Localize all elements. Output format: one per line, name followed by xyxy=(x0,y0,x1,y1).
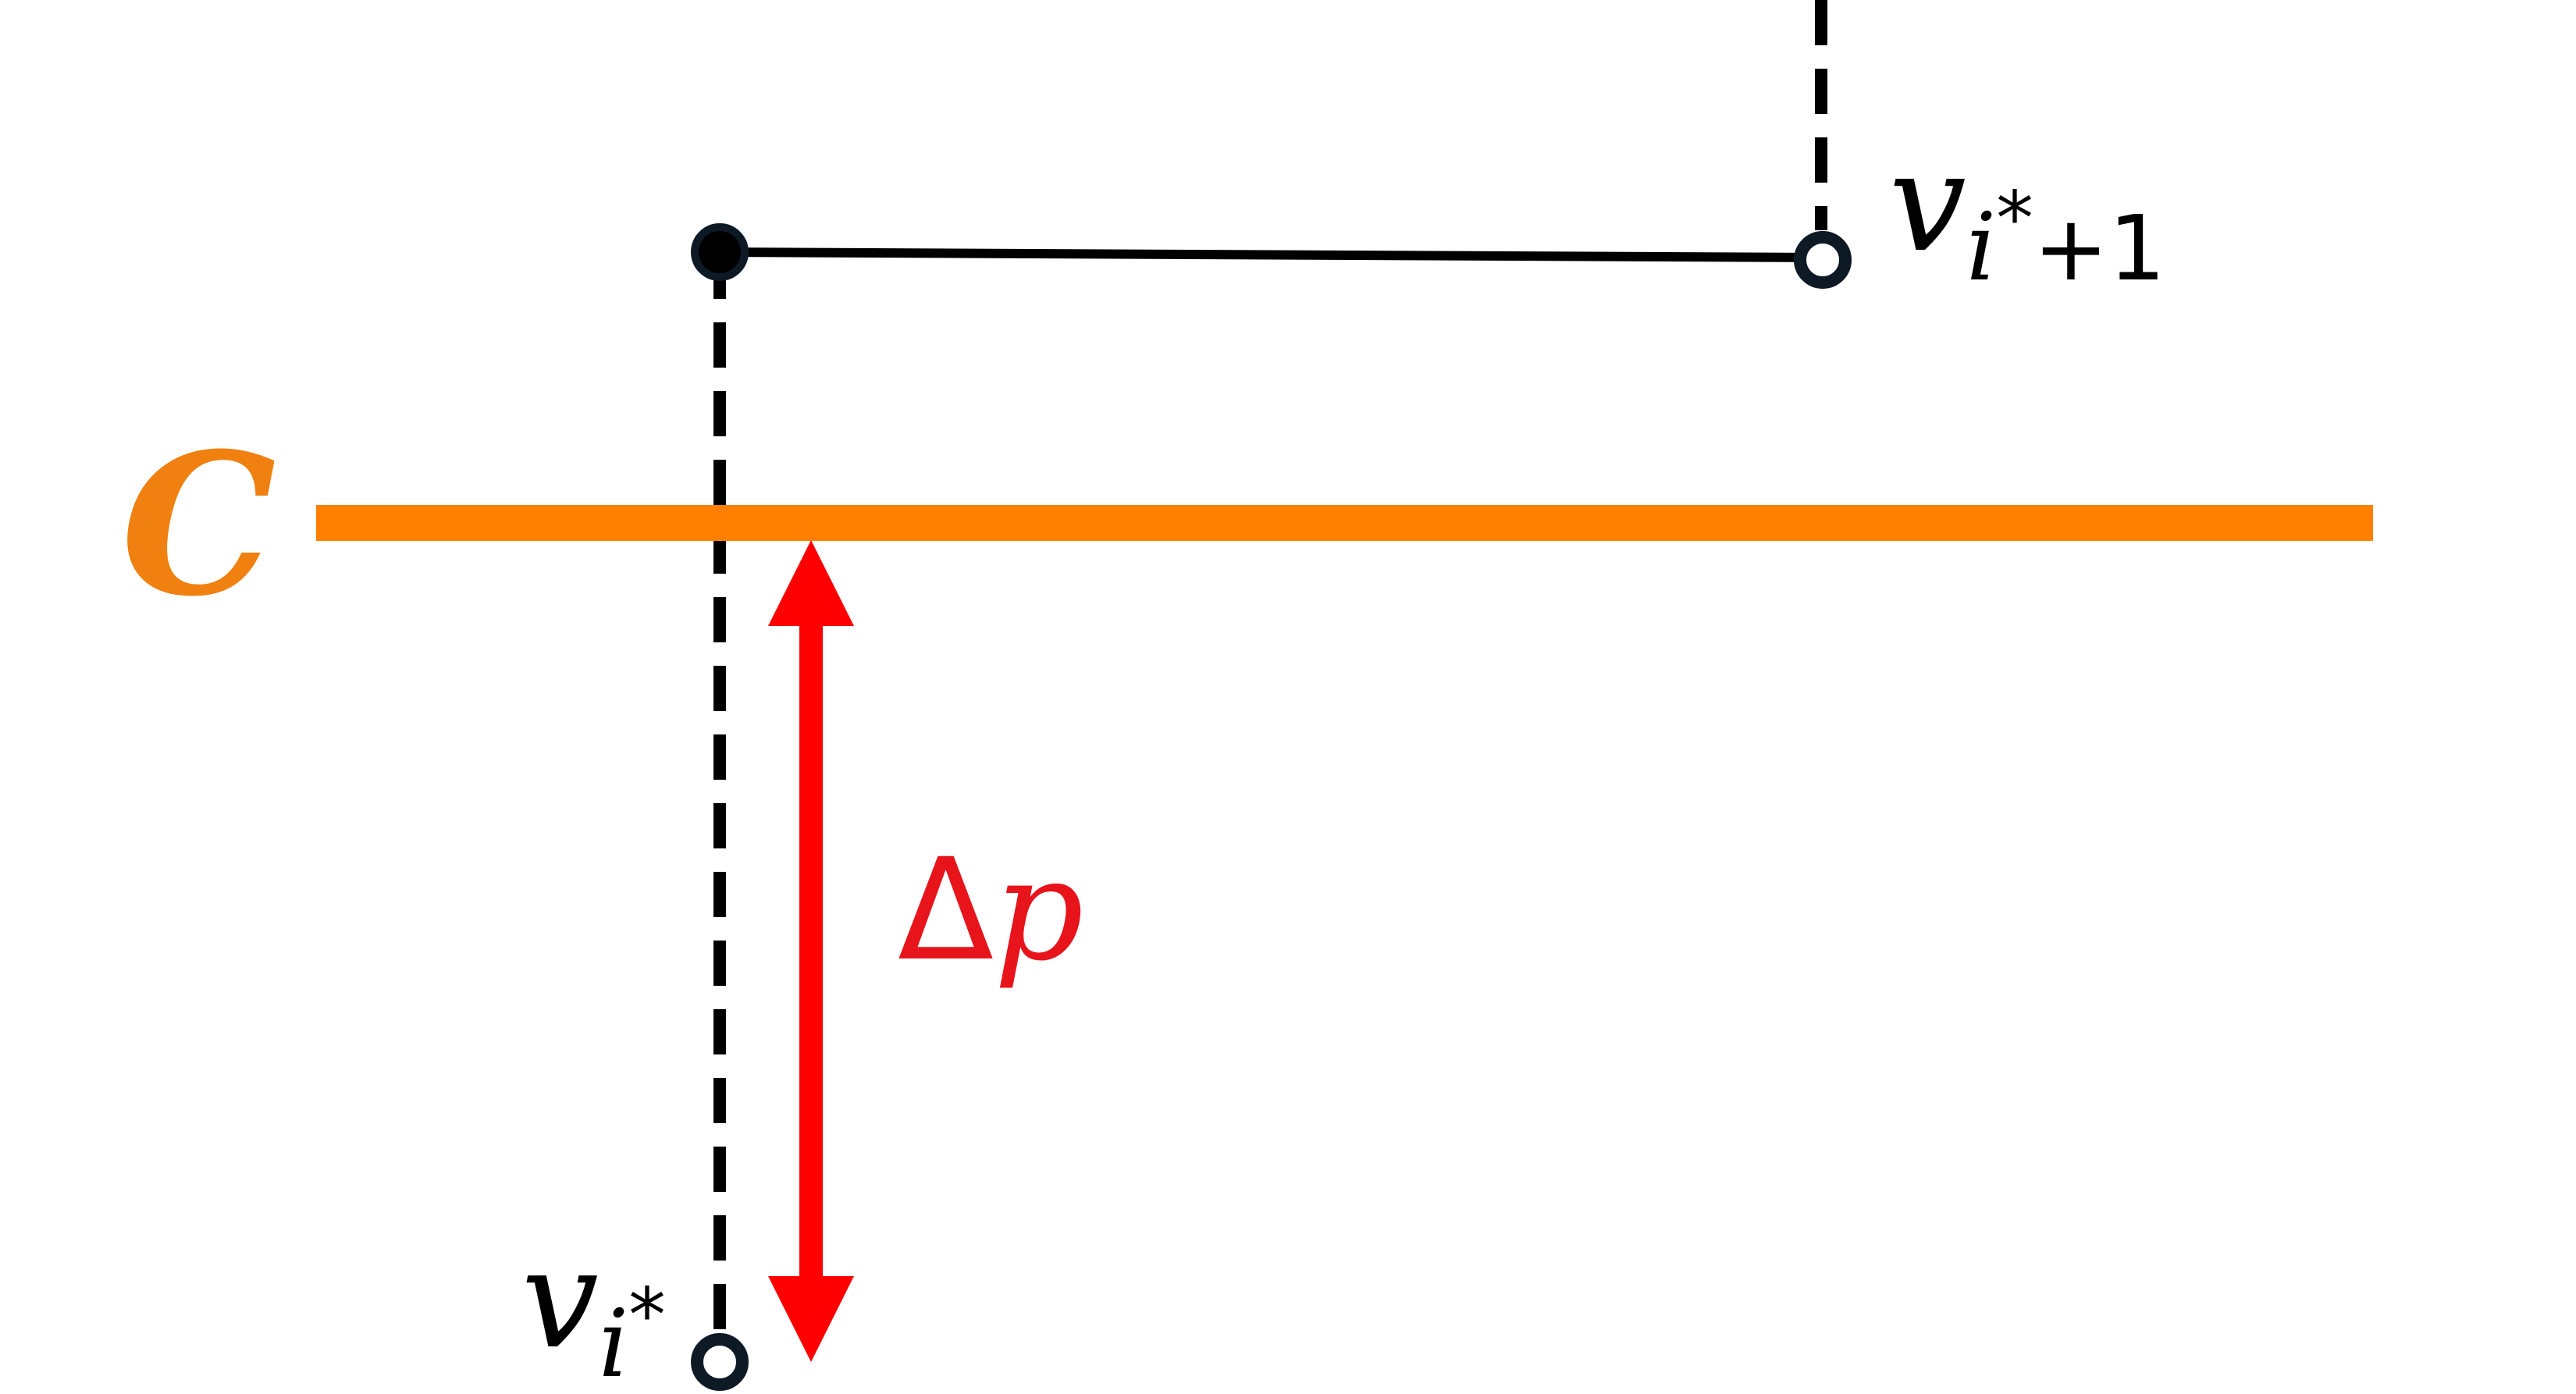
delta-variable: p xyxy=(994,829,1083,992)
v-lower-subscript: i xyxy=(599,1290,628,1394)
vertex-v-i-star-plus-1 xyxy=(1794,231,1852,289)
vertex-v-i-star xyxy=(691,1333,749,1391)
corner-vertex xyxy=(691,223,749,281)
v-upper-star: * xyxy=(1996,176,2033,262)
delta-arrow-shaft xyxy=(799,621,823,1284)
constraint-label: C xyxy=(121,410,276,639)
v-i-star-label: vi* xyxy=(521,1221,666,1394)
v-lower-star: * xyxy=(628,1273,666,1359)
delta-arrow-head-up xyxy=(768,540,854,626)
v-lower-base: v xyxy=(521,1221,599,1379)
delta-p-label: Δp xyxy=(898,829,1083,992)
delta-arrow-head-down xyxy=(768,1276,854,1362)
horizontal-solid-edge xyxy=(719,247,1822,262)
v-i-star-plus-1-label: vi*+1 xyxy=(1889,124,2165,302)
v-upper-plus-one: +1 xyxy=(2033,197,2166,301)
delta-symbol: Δ xyxy=(898,829,994,992)
v-upper-base: v xyxy=(1889,124,1966,283)
v-upper-subscript: i xyxy=(1966,194,1996,302)
delta-arrow xyxy=(768,540,854,1362)
